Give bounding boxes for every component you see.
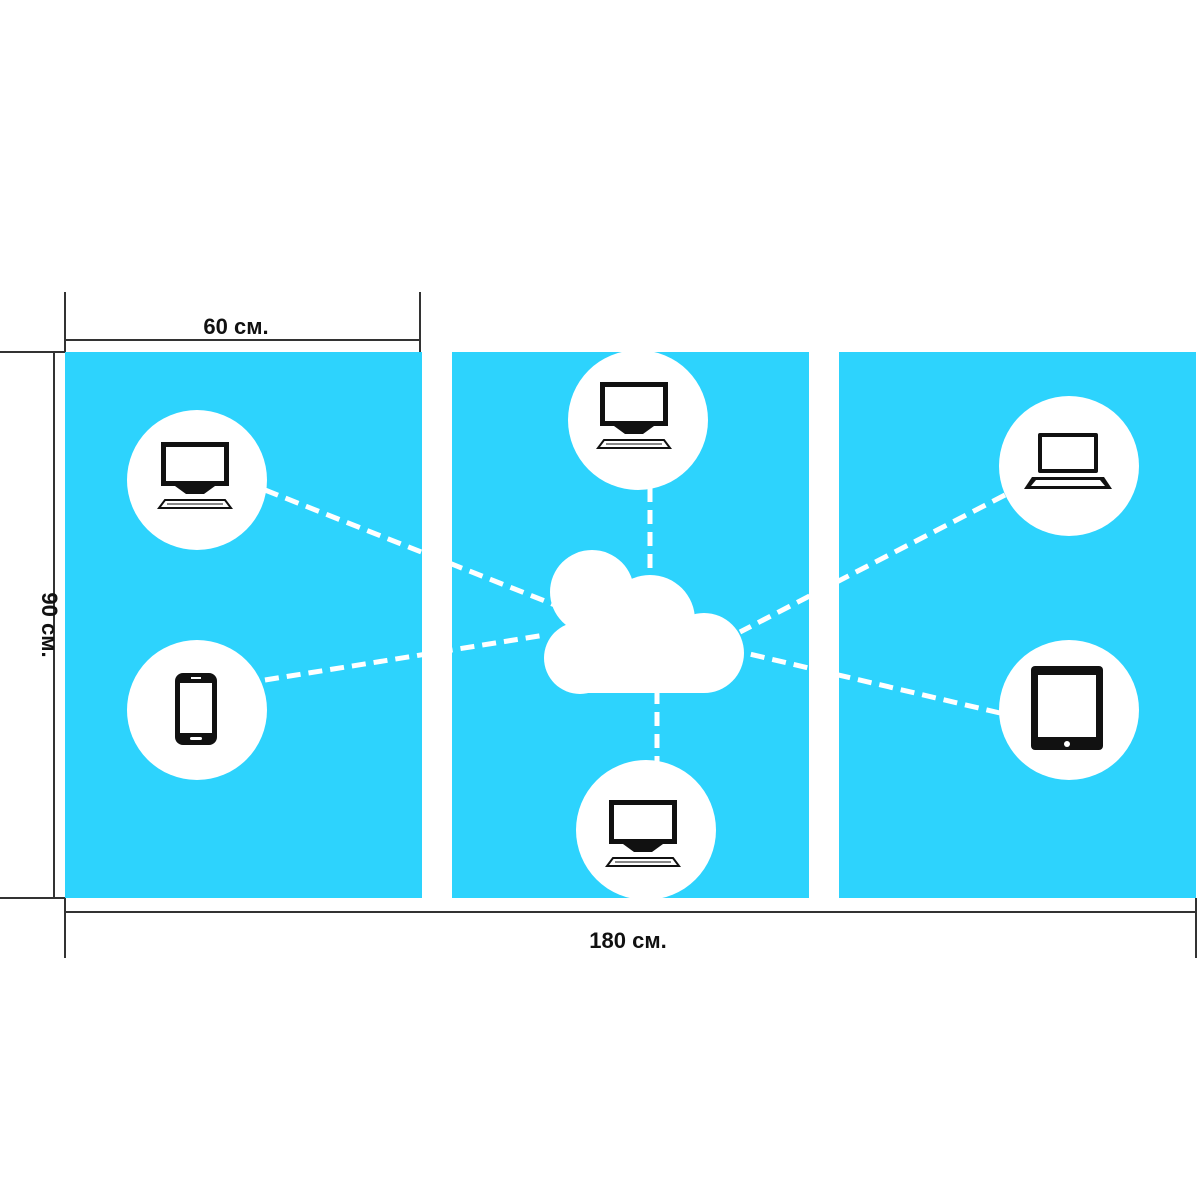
connector-right-top <box>738 492 1007 635</box>
height-label: 90 см. <box>37 592 62 657</box>
connector-left-bottom <box>264 632 546 683</box>
total-width-label: 180 см. <box>589 928 666 953</box>
network-connectors <box>264 487 1007 765</box>
laptop-icon <box>1024 433 1112 489</box>
dimension-lines <box>0 292 1197 958</box>
connector-left-top <box>264 487 556 608</box>
smartphone-icon <box>175 673 217 745</box>
tablet-icon <box>1031 666 1103 750</box>
cloud-icon <box>544 550 744 694</box>
panel-width-label: 60 см. <box>203 314 268 339</box>
